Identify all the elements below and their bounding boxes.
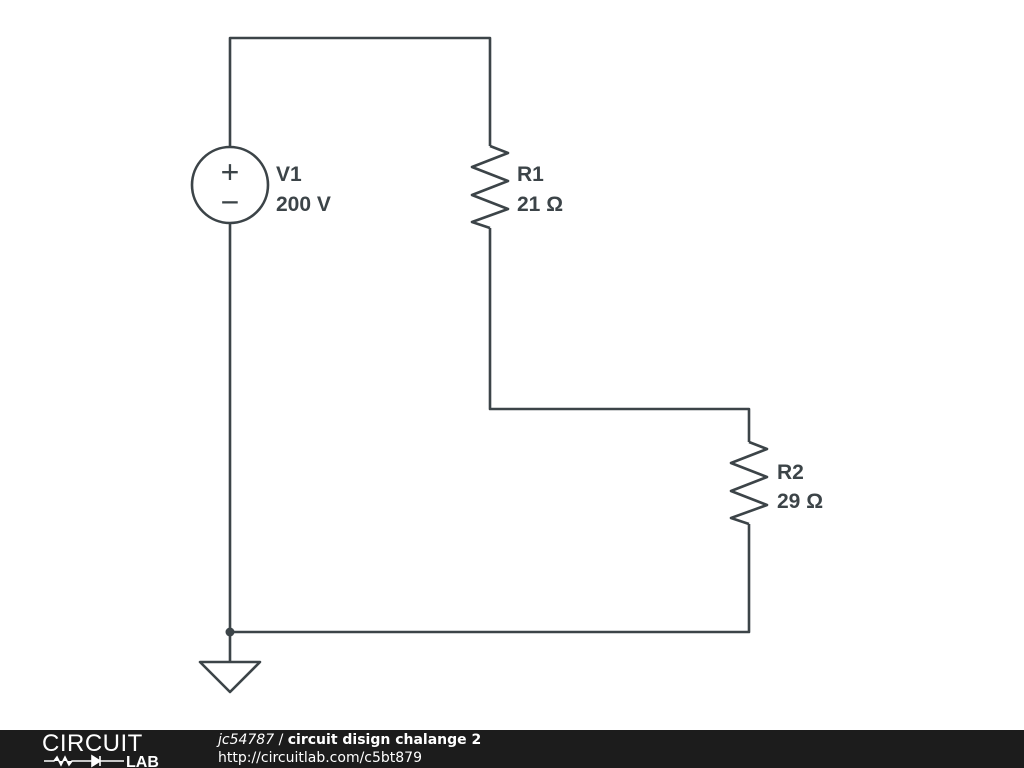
title-separator: / [274, 732, 288, 748]
voltage-source-v1[interactable]: + − V1 200 V [190, 145, 331, 225]
footer-info: jc54787 / circuit disign chalange 2 http… [218, 731, 481, 767]
junction-dot [225, 627, 235, 637]
ground-icon [198, 660, 262, 694]
r2-value-label: 29 Ω [777, 490, 823, 513]
v1-value-label: 200 V [276, 193, 331, 216]
schematic-diagram: + − V1 200 V R1 21 Ω R2 29 Ω [190, 36, 823, 694]
v1-minus-sign: − [221, 184, 240, 220]
v1-name-label: V1 [276, 163, 302, 186]
resistor-r1-zigzag [470, 144, 510, 230]
wire-r2-ground [230, 524, 751, 634]
footer-title-line: jc54787 / circuit disign chalange 2 [218, 731, 481, 749]
voltage-source-circle [190, 145, 270, 225]
resistor-r1[interactable]: R1 21 Ω [470, 144, 563, 230]
logo-lab-text: LAB [126, 754, 159, 768]
logo-circuit-text: CIRCUIT [42, 730, 143, 757]
footer-bar: CIRCUIT LAB jc54787 / circuit disign cha… [0, 730, 1024, 768]
circuit-url[interactable]: http://circuitlab.com/c5bt879 [218, 750, 422, 766]
wire-v1-top [228, 36, 492, 146]
v1-plus-sign: + [221, 154, 240, 190]
resistor-r2[interactable]: R2 29 Ω [729, 440, 823, 526]
circuitlab-logo[interactable]: CIRCUIT LAB [40, 730, 180, 768]
logo-squiggle-icon [44, 754, 124, 768]
wire-r1-r2 [488, 228, 751, 442]
r1-value-label: 21 Ω [517, 193, 563, 216]
r2-name-label: R2 [777, 461, 804, 484]
circuit-title[interactable]: circuit disign chalange 2 [287, 732, 482, 748]
wires [228, 36, 751, 662]
resistor-r2-zigzag [729, 440, 769, 526]
r1-name-label: R1 [517, 163, 544, 186]
author-link[interactable]: jc54787 [218, 732, 275, 748]
